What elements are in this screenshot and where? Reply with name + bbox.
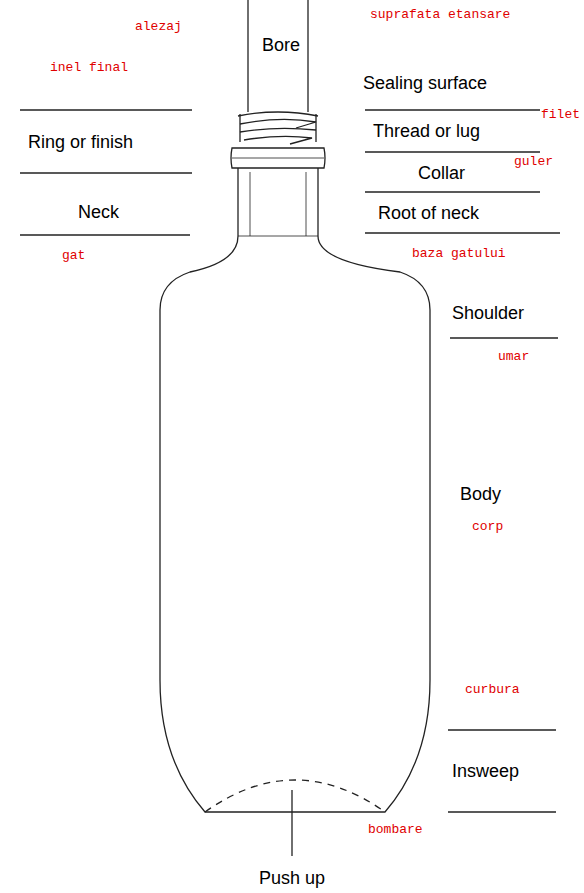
part-label: Insweep bbox=[452, 761, 519, 782]
part-label: Neck bbox=[78, 202, 119, 223]
part-label: Push up bbox=[259, 868, 325, 889]
romanian-label: filet bbox=[541, 108, 580, 123]
part-label: Sealing surface bbox=[363, 73, 487, 94]
romanian-label: alezaj bbox=[135, 20, 182, 35]
part-label: Ring or finish bbox=[28, 132, 133, 153]
part-label: Root of neck bbox=[378, 203, 479, 224]
romanian-label: suprafata etansare bbox=[370, 8, 510, 23]
romanian-label: curbura bbox=[465, 683, 520, 698]
romanian-label: corp bbox=[472, 520, 503, 535]
romanian-label: gat bbox=[62, 249, 85, 264]
part-label: Bore bbox=[262, 35, 300, 56]
part-label: Shoulder bbox=[452, 303, 524, 324]
romanian-label: bombare bbox=[368, 823, 423, 838]
romanian-label: guler bbox=[514, 155, 553, 170]
part-label: Body bbox=[460, 484, 501, 505]
romanian-label: baza gatului bbox=[412, 247, 506, 262]
part-label: Thread or lug bbox=[373, 121, 480, 142]
part-label: Collar bbox=[418, 163, 465, 184]
romanian-label: inel final bbox=[50, 61, 128, 76]
romanian-label: umar bbox=[498, 350, 529, 365]
